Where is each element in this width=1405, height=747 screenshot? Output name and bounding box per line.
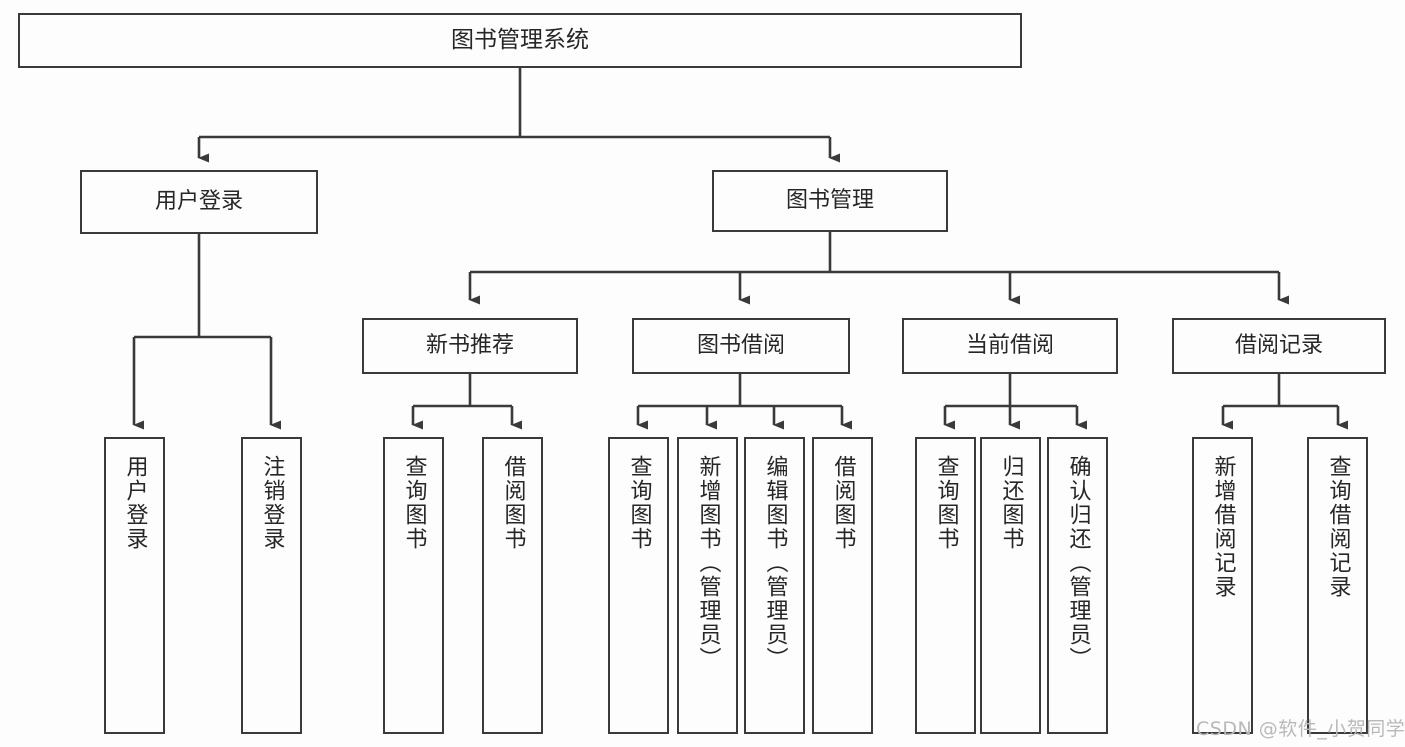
leaf-user-login-logout[interactable]: 注销登录 bbox=[241, 437, 302, 734]
node-label: 确认归还（管理员） bbox=[1065, 455, 1091, 671]
node-current-borrow[interactable]: 当前借阅 bbox=[902, 318, 1118, 374]
node-label: 查询图书 bbox=[401, 455, 427, 551]
node-label: 借阅记录 bbox=[1234, 333, 1323, 359]
node-book-management[interactable]: 图书管理 bbox=[712, 170, 948, 232]
leaf-user-login-login[interactable]: 用户登录 bbox=[104, 437, 165, 734]
node-new-book-recommend[interactable]: 新书推荐 bbox=[362, 318, 578, 374]
leaf-record-query-record[interactable]: 查询借阅记录 bbox=[1307, 437, 1368, 734]
leaf-borrow-borrow-book[interactable]: 借阅图书 bbox=[812, 437, 873, 734]
node-label: 查询图书 bbox=[626, 455, 652, 551]
leaf-current-confirm-return-admin[interactable]: 确认归还（管理员） bbox=[1047, 437, 1108, 734]
leaf-current-query-book[interactable]: 查询图书 bbox=[915, 437, 976, 734]
node-label: 借阅图书 bbox=[830, 455, 856, 551]
leaf-recommend-query-book[interactable]: 查询图书 bbox=[383, 437, 444, 734]
node-book-borrow[interactable]: 图书借阅 bbox=[632, 318, 850, 374]
node-label: 新书推荐 bbox=[425, 333, 514, 359]
node-user-login[interactable]: 用户登录 bbox=[80, 170, 318, 234]
node-label: 用户登录 bbox=[122, 455, 148, 551]
node-label: 用户登录 bbox=[154, 189, 243, 215]
node-root-system[interactable]: 图书管理系统 bbox=[18, 13, 1022, 68]
leaf-current-return-book[interactable]: 归还图书 bbox=[980, 437, 1041, 734]
leaf-recommend-borrow-book[interactable]: 借阅图书 bbox=[482, 437, 543, 734]
node-label: 图书借阅 bbox=[696, 333, 785, 359]
leaf-borrow-query-book[interactable]: 查询图书 bbox=[608, 437, 669, 734]
node-label: 新增借阅记录 bbox=[1210, 455, 1236, 599]
node-label: 查询图书 bbox=[933, 455, 959, 551]
node-label: 编辑图书（管理员） bbox=[762, 455, 788, 671]
leaf-borrow-add-book-admin[interactable]: 新增图书（管理员） bbox=[677, 437, 738, 734]
node-label: 注销登录 bbox=[259, 455, 285, 551]
node-label: 图书管理系统 bbox=[451, 26, 589, 53]
leaf-record-add-record[interactable]: 新增借阅记录 bbox=[1192, 437, 1253, 734]
node-label: 图书管理 bbox=[785, 188, 874, 214]
node-label: 查询借阅记录 bbox=[1325, 455, 1351, 599]
node-borrow-record[interactable]: 借阅记录 bbox=[1172, 318, 1386, 374]
node-label: 归还图书 bbox=[998, 455, 1024, 551]
leaf-borrow-edit-book-admin[interactable]: 编辑图书（管理员） bbox=[744, 437, 805, 734]
node-label: 借阅图书 bbox=[500, 455, 526, 551]
watermark-text: CSDN @软件_小贺同学 bbox=[1196, 718, 1405, 740]
node-label: 当前借阅 bbox=[965, 333, 1054, 359]
node-label: 新增图书（管理员） bbox=[695, 455, 721, 671]
